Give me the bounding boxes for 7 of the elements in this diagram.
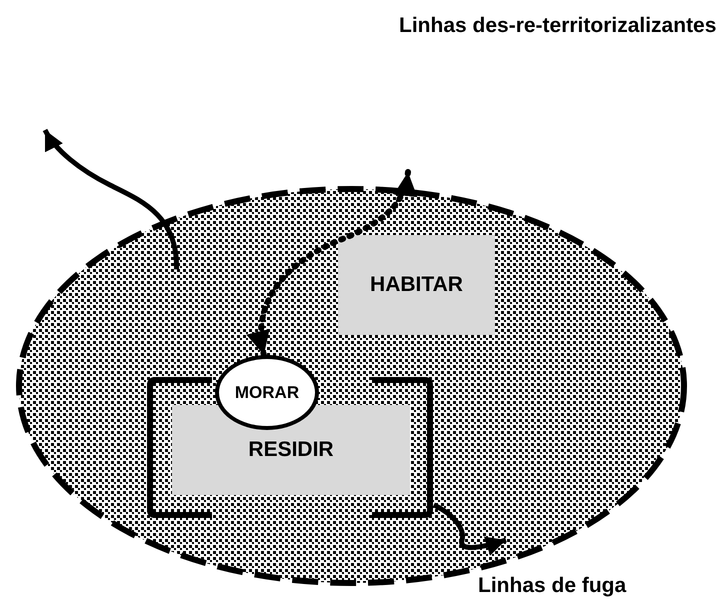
arrow — [432, 502, 507, 556]
text-box: HABITAR — [338, 235, 495, 335]
text-box: RESIDIR — [172, 405, 410, 495]
line-caption: Linhas de fuga — [478, 574, 626, 598]
line-caption: Linhas des-re-territorizalizantes — [399, 14, 716, 38]
dotted-arrow — [248, 169, 416, 358]
arrow — [42, 128, 180, 270]
